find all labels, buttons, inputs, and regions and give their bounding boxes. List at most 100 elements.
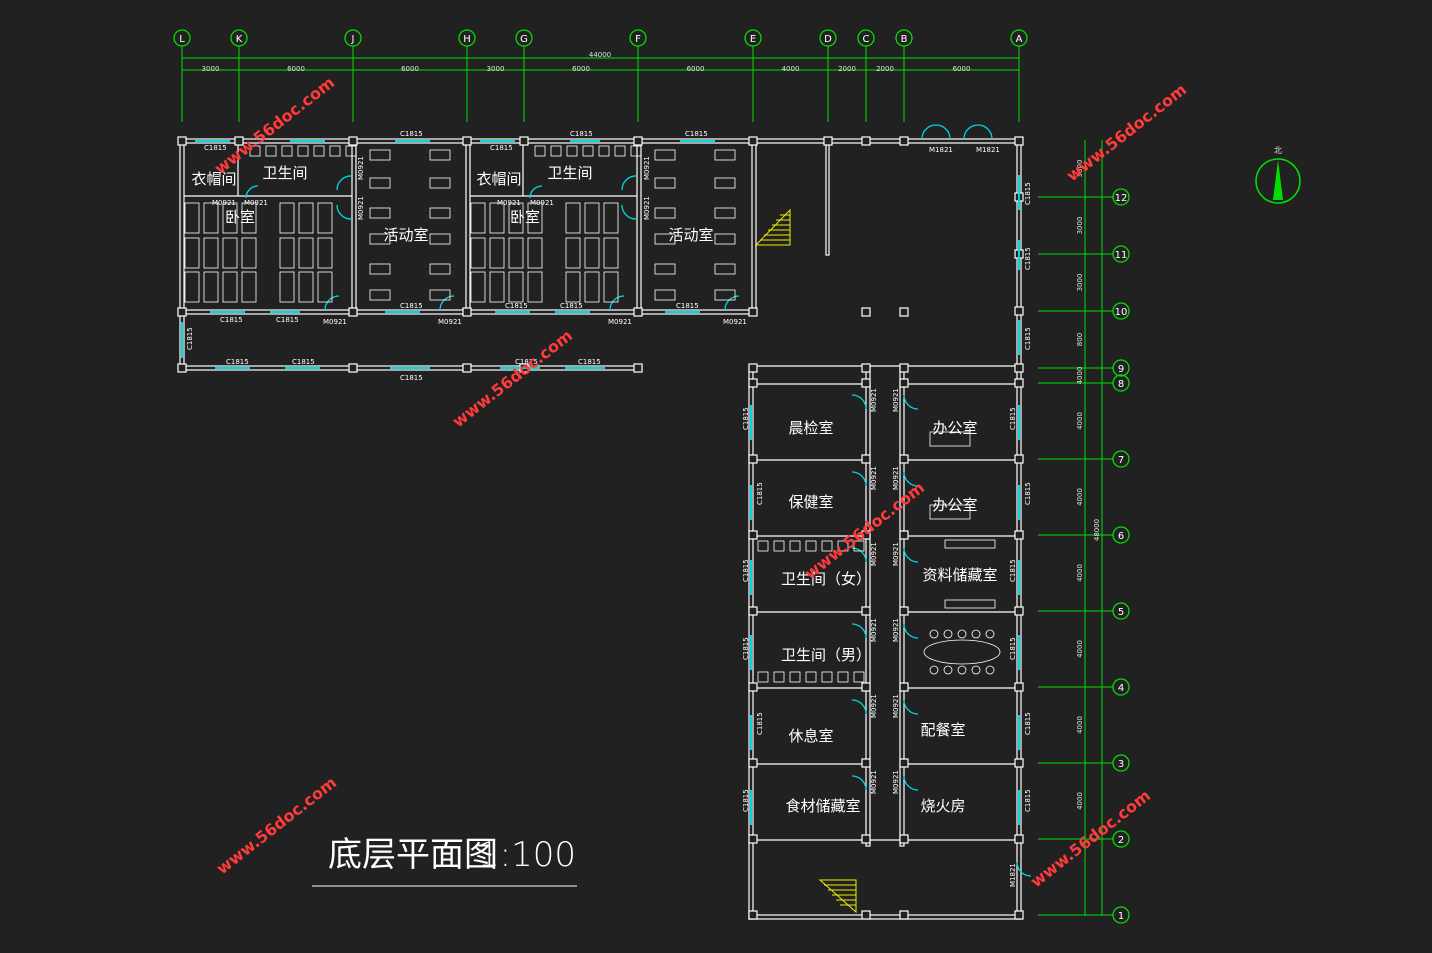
bed-9 [222,237,238,269]
watermark-2: www.56doc.com [449,326,576,431]
chair-5 [957,665,967,675]
north-label: 北 [1274,146,1282,155]
watermark-1: www.56doc.com [211,73,338,178]
row-bubble-3 [1112,754,1130,772]
row-label-3: 3 [1118,759,1124,770]
row-bubble-10 [1112,302,1130,320]
post-52 [861,834,871,844]
table-23 [714,289,736,301]
post-35 [748,530,758,540]
tag-c1815: C1815 [570,130,593,138]
post-27 [748,378,758,388]
tag-m0921: M0921 [497,199,521,207]
post-32 [861,454,871,464]
room-label-wc-2: 卫生间 [547,164,592,182]
tag-c1815: C1815 [560,302,583,310]
chair-7 [971,665,981,675]
column-bubble-L [173,29,191,47]
column-bubble-C [857,29,875,47]
archive-shelf-2 [944,599,996,609]
post-49 [899,758,909,768]
tag-c1815: C1815 [220,316,243,324]
column-dim-5: 6000 [687,65,705,73]
column-dim-7: 2000 [838,65,856,73]
door-23 [903,623,919,639]
row-dim-1: 3000 [1076,217,1084,235]
toilet-22 [773,671,785,683]
bed-24 [527,202,543,234]
bed-13 [317,237,333,269]
table-8 [369,263,391,275]
tag-m0921: M0921 [892,694,900,718]
post-37 [899,530,909,540]
toilet-5 [329,145,341,157]
bed-26 [584,202,600,234]
post-48 [861,758,871,768]
bed-14 [184,271,200,303]
post-5 [633,136,643,146]
furniture [184,145,1001,683]
row-total-label: 48000 [1093,519,1101,541]
post-6 [748,136,758,146]
room-label-coat-2: 衣帽间 [476,170,521,188]
drawing-scale: 1:100 [478,835,576,875]
toilet-23 [789,671,801,683]
bed-2 [222,202,238,234]
toilet-6 [345,145,357,157]
windows [181,140,1020,825]
toilet-13 [630,145,642,157]
bed-18 [279,271,295,303]
row-bubble-5 [1112,602,1130,620]
column-bubble-B [895,29,913,47]
toilet-18 [821,540,833,552]
post-14 [633,307,643,317]
bed-1 [203,202,219,234]
post-41 [899,606,909,616]
tag-m0921: M0921 [608,318,632,326]
stair-lower [818,879,857,914]
room-label-wc-1: 卫生间 [262,164,307,182]
tag-m0921: M0921 [892,542,900,566]
tag-c1815: C1815 [742,789,750,812]
column-bubble-E [744,29,762,47]
post-36 [861,530,871,540]
bed-11 [279,237,295,269]
bed-40 [584,271,600,303]
tag-m0921: M0921 [870,618,878,642]
row-bubble-6 [1112,526,1130,544]
row-bubble-11 [1112,245,1130,263]
post-3 [462,136,472,146]
room-labels: 衣帽间 卫生间 卧室 活动室 衣帽间 卫生间 卧室 活动室 晨检室 保健室 卫生… [191,164,997,815]
room-label-bed-1: 卧室 [225,208,255,226]
row-label-2: 2 [1118,835,1124,846]
column-label-G: G [520,34,528,45]
room-label-coat-1: 衣帽间 [191,170,236,188]
post-33 [899,454,909,464]
post-28 [861,378,871,388]
bed-28 [470,237,486,269]
toilet-3 [297,145,309,157]
table-2 [369,177,391,189]
tag-c1815: C1815 [204,144,227,152]
table-20 [654,263,676,275]
post-46 [1014,682,1024,692]
chair-8 [985,629,995,639]
watermark-6: www.56doc.com [1027,786,1154,891]
bed-7 [184,237,200,269]
table-9 [429,263,451,275]
toilet-10 [582,145,594,157]
post-50 [1014,758,1024,768]
bed-27 [603,202,619,234]
tag-c1815: C1815 [685,130,708,138]
tag-m0921: M0921 [870,542,878,566]
door-17 [851,623,867,639]
post-53 [899,834,909,844]
toilet-25 [821,671,833,683]
table-18 [654,233,676,245]
post-23 [748,363,758,373]
toilet-15 [773,540,785,552]
tag-m0921: M0921 [357,196,365,220]
post-29 [899,378,909,388]
tag-c1815: C1815 [276,316,299,324]
